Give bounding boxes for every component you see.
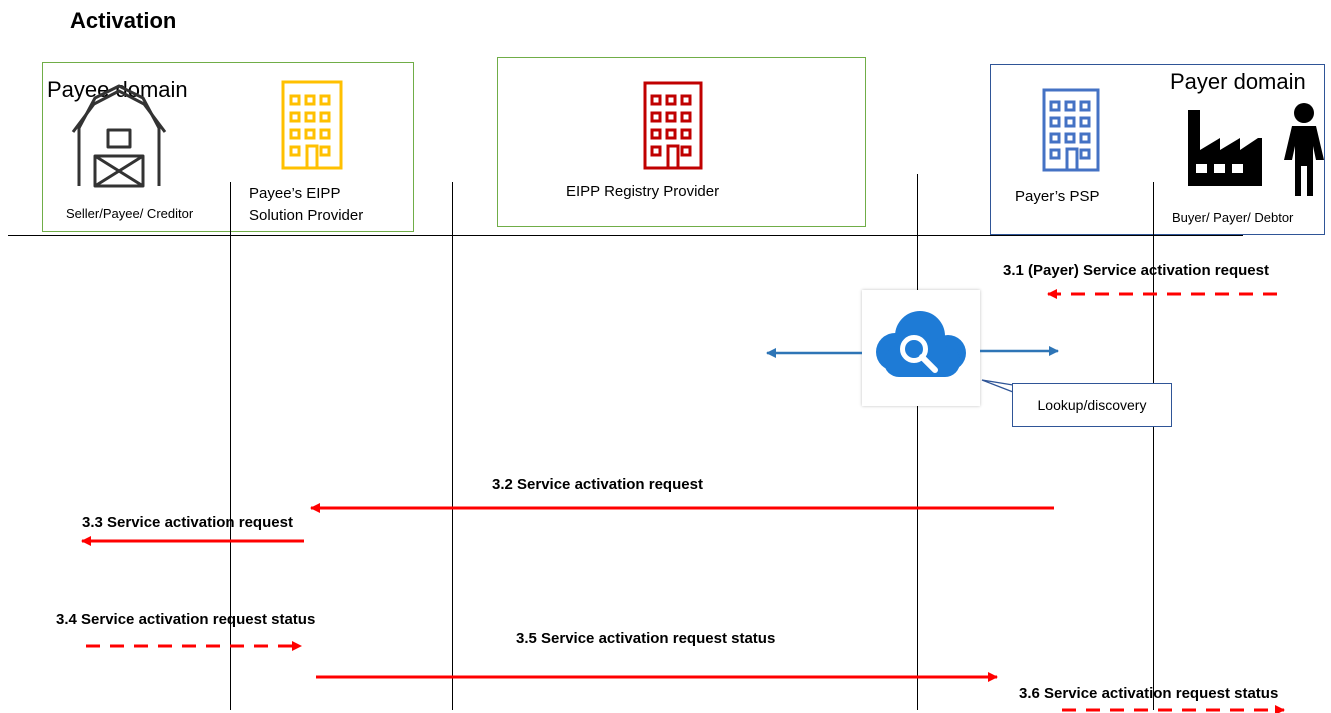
page-title: Activation bbox=[70, 8, 177, 33]
lifeline-registry bbox=[917, 174, 918, 710]
lifeline-payee-provider bbox=[452, 182, 453, 710]
lifeline-payee-party bbox=[230, 182, 231, 710]
registry-label: EIPP Registry Provider bbox=[566, 183, 720, 200]
payer-psp-label: Payer’s PSP bbox=[1015, 188, 1100, 205]
registry-building-icon bbox=[643, 81, 703, 170]
message-3-2-label: 3.2 Service activation request bbox=[492, 476, 703, 493]
payee-provider-label-line1: Payee’s EIPP bbox=[249, 185, 341, 202]
message-3-3-label: 3.3 Service activation request bbox=[82, 514, 293, 531]
lookup-callout: Lookup/discovery bbox=[1012, 383, 1172, 427]
payee-provider-building-icon bbox=[281, 80, 343, 170]
payer-psp-building-icon bbox=[1042, 88, 1100, 172]
registry-box bbox=[497, 57, 866, 227]
payer-domain-box bbox=[990, 64, 1325, 235]
payer-party-label: Buyer/ Payer/ Debtor bbox=[1172, 210, 1294, 225]
payee-provider-label-line2: Solution Provider bbox=[249, 207, 364, 224]
message-3-4-label: 3.4 Service activation request status bbox=[56, 611, 316, 628]
message-3-5-label: 3.5 Service activation request status bbox=[516, 630, 776, 647]
message-3-1-label: 3.1 (Payer) Service activation request bbox=[1003, 262, 1269, 279]
header-separator bbox=[8, 235, 1243, 236]
cloud-search-tile bbox=[862, 290, 980, 406]
payer-domain-heading: Payer domain bbox=[1170, 69, 1306, 94]
lifeline-payer bbox=[1153, 182, 1154, 710]
payee-domain-heading: Payee domain bbox=[47, 77, 188, 102]
factory-icon bbox=[1188, 110, 1262, 186]
cloud-search-icon bbox=[876, 311, 966, 377]
message-3-6-label: 3.6 Service activation request status bbox=[1019, 685, 1279, 702]
barn-icon bbox=[71, 84, 167, 188]
person-icon bbox=[1284, 103, 1324, 196]
payee-party-label: Seller/Payee/ Creditor bbox=[66, 206, 194, 221]
payee-domain-box bbox=[42, 62, 414, 232]
